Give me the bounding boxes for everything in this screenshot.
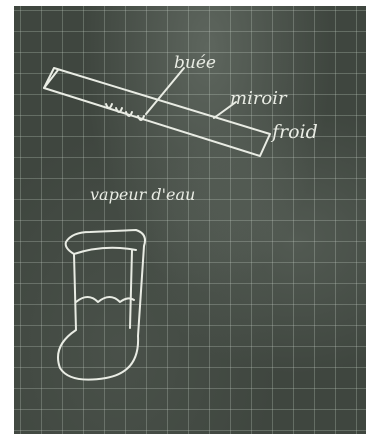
label-miroir: miroir [230, 88, 288, 109]
condensation-droplets [105, 103, 145, 121]
board-grid [14, 6, 366, 434]
label-vapeur: vapeur d'eau [90, 185, 195, 204]
mirror-drawing [43, 67, 271, 157]
pointer-buee [145, 67, 185, 115]
pointer-miroir [213, 101, 237, 119]
label-buee: buée [174, 53, 216, 73]
jug-drawing [57, 229, 146, 381]
label-froid: froid [270, 121, 318, 143]
chalkboard: buée miroir froid vapeur d'eau [14, 6, 366, 434]
chalk-drawing: buée miroir froid vapeur d'eau [43, 53, 318, 381]
